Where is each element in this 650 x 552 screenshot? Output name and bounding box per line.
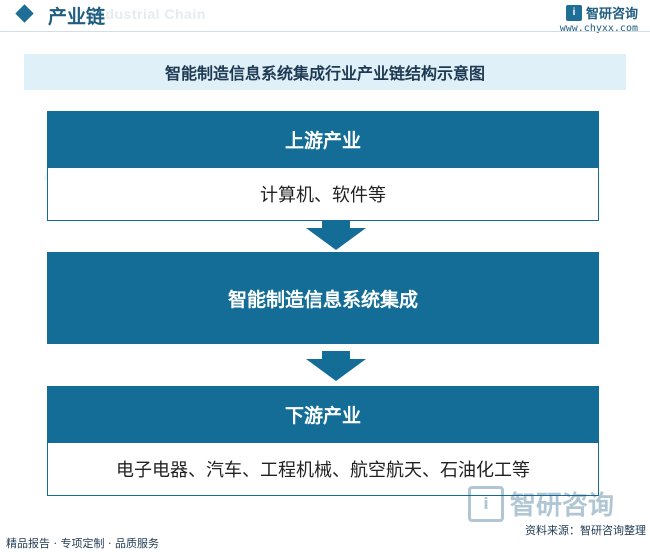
brand: i 智研咨询 www.chyxx.com — [560, 3, 638, 34]
header-divider — [0, 31, 650, 32]
diagram-title-bar: 智能制造信息系统集成行业产业链结构示意图 — [24, 54, 626, 90]
header: Industrial Chain 产业链 i 智研咨询 www.chyxx.co… — [0, 0, 650, 34]
brand-url: www.chyxx.com — [559, 23, 638, 34]
brand-watermark-text: 智研咨询 — [510, 491, 615, 521]
arrow-down-icon — [306, 351, 366, 381]
midstream-heading: 智能制造信息系统集成 — [47, 252, 599, 344]
upstream-items: 计算机、软件等 — [47, 167, 599, 221]
brand-logo-icon: i — [565, 4, 582, 21]
upstream-heading: 上游产业 — [47, 111, 599, 168]
brand-name: 智研咨询 — [585, 7, 638, 22]
brand-watermark-logo-icon: i — [468, 485, 504, 522]
header-title-en: Industrial Chain — [92, 6, 206, 22]
brand-watermark: i 智研咨询 — [468, 485, 614, 522]
header-title: 产业链 — [48, 6, 106, 28]
downstream-items: 电子电器、汽车、工程机械、航空航天、石油化工等 — [47, 442, 599, 496]
diagram-title: 智能制造信息系统集成行业产业链结构示意图 — [164, 64, 485, 83]
footer-tagline: 精品报告 · 专项定制 · 品质服务 — [6, 537, 159, 550]
downstream-heading: 下游产业 — [47, 386, 599, 443]
footer-source: 资料来源：智研咨询整理 — [525, 524, 646, 537]
arrow-down-icon — [306, 220, 366, 250]
diamond-icon — [15, 4, 34, 23]
